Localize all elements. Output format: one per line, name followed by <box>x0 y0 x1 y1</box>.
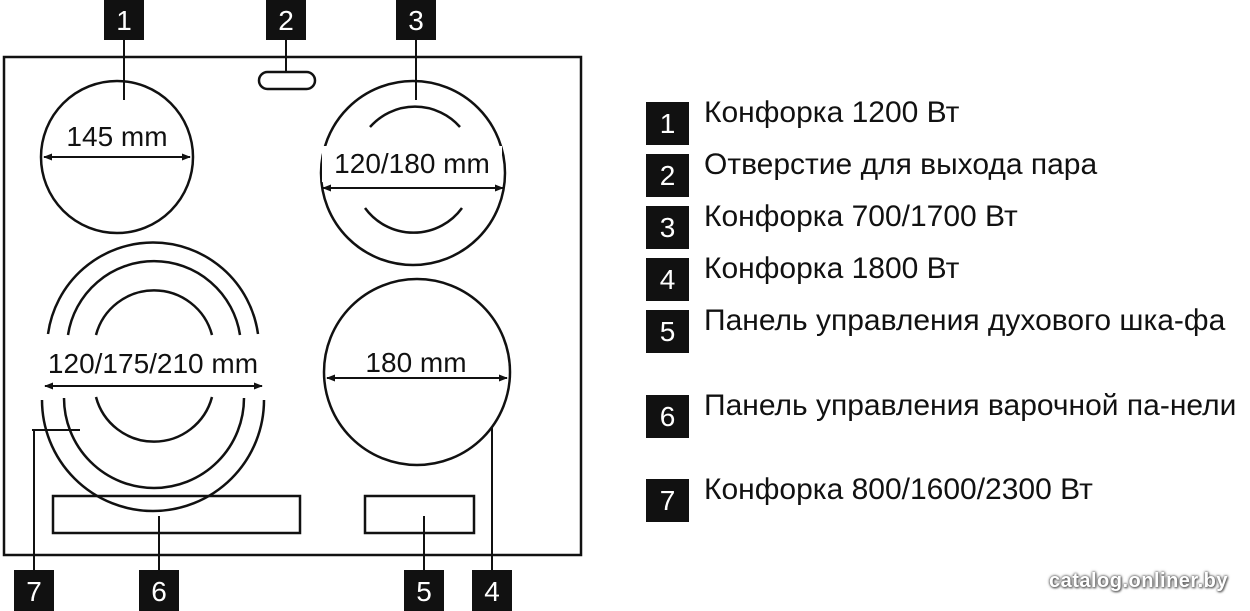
legend-text: Конфорка 1800 Вт <box>704 252 960 285</box>
legend-text: Конфорка 1200 Вт <box>704 96 960 129</box>
legend-item-1: 1 Конфорка 1200 Вт <box>646 96 1246 148</box>
legend: 1 Конфорка 1200 Вт 2 Отверстие для выход… <box>646 96 1246 525</box>
svg-text:3: 3 <box>408 5 424 36</box>
legend-item-4: 4 Конфорка 1800 Вт <box>646 252 1246 304</box>
legend-text: Панель управления варочной па-нели <box>704 389 1237 422</box>
cooktop-outline <box>2 55 583 557</box>
watermark: catalog.onliner.by <box>1048 570 1228 592</box>
legend-item-2: 2 Отверстие для выхода пара <box>646 148 1246 200</box>
legend-item-3: 3 Конфорка 700/1700 Вт <box>646 200 1246 252</box>
legend-text: Панель управления духового шка-фа <box>704 304 1226 337</box>
svg-text:1: 1 <box>116 5 132 36</box>
burner-7-inner <box>94 289 214 443</box>
steam-vent <box>257 70 317 91</box>
burner-3-dimension: 120/180 mm <box>334 148 490 179</box>
burner-3-inner <box>363 105 464 234</box>
callout-3: 3 <box>396 0 436 40</box>
callout-5: 5 <box>404 570 444 611</box>
svg-text:2: 2 <box>278 5 294 36</box>
cooktop-diagram: 1 2 3 7 6 5 4 145 mm <box>2 0 583 611</box>
legend-badge: 4 <box>646 258 689 301</box>
svg-text:6: 6 <box>151 576 167 607</box>
svg-text:7: 7 <box>26 576 42 607</box>
legend-text: Конфорка 700/1700 Вт <box>704 200 1018 233</box>
legend-badge: 5 <box>646 310 689 353</box>
legend-item-5: 5 Панель управления духового шка-фа <box>646 304 1246 389</box>
legend-item-6: 6 Панель управления варочной па-нели <box>646 389 1246 473</box>
callout-2: 2 <box>266 0 306 40</box>
burner-1-dimension: 145 mm <box>66 121 167 152</box>
burner-4 <box>322 277 512 467</box>
burner-1 <box>39 79 195 235</box>
legend-badge: 3 <box>646 206 689 249</box>
burner-7-outer <box>40 241 266 513</box>
callout-4: 4 <box>472 570 512 611</box>
burner-7-dimension: 120/175/210 mm <box>48 348 258 379</box>
burner-4-dimension: 180 mm <box>365 347 466 378</box>
hob-control-panel <box>51 494 302 535</box>
legend-item-7: 7 Конфорка 800/1600/2300 Вт <box>646 473 1246 525</box>
callout-1: 1 <box>104 0 144 40</box>
svg-text:4: 4 <box>484 576 500 607</box>
legend-badge: 7 <box>646 479 689 522</box>
burner-3-outer <box>319 79 507 267</box>
callout-6: 6 <box>139 570 179 611</box>
callout-7: 7 <box>14 570 54 611</box>
legend-text: Отверстие для выхода пара <box>704 148 1098 181</box>
oven-control-panel <box>363 494 476 535</box>
legend-badge: 2 <box>646 154 689 197</box>
svg-text:5: 5 <box>416 576 432 607</box>
leader-lines <box>32 40 493 570</box>
legend-badge: 1 <box>646 102 689 145</box>
burner-7-middle <box>62 259 246 490</box>
legend-text: Конфорка 800/1600/2300 Вт <box>704 473 1093 506</box>
legend-badge: 6 <box>646 395 689 438</box>
